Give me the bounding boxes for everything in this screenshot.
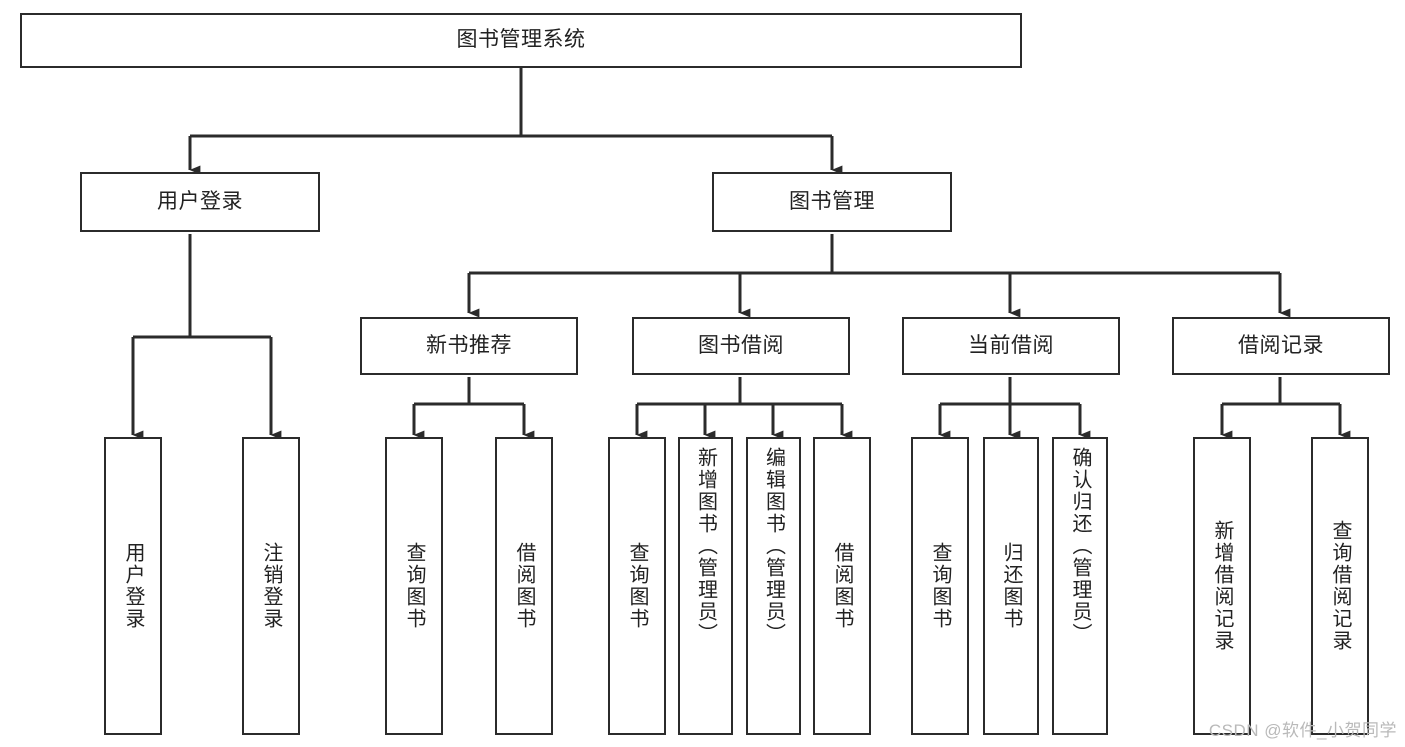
csdn-watermark: CSDN @软件_小贺同学 [1208,721,1397,740]
node-leaf-user-login[interactable]: 用户登录 [104,437,162,735]
node-leaf-add-record-label: 新增借阅记录 [1211,520,1233,652]
node-borrow-record-label: 借阅记录 [1238,333,1324,357]
node-book-management[interactable]: 图书管理 [712,172,952,232]
node-leaf-query-book-2-label: 查询图书 [626,542,648,630]
node-user-login[interactable]: 用户登录 [80,172,320,232]
node-leaf-query-book-1-label: 查询图书 [403,542,425,630]
node-current-borrow[interactable]: 当前借阅 [902,317,1120,375]
node-leaf-edit-book[interactable]: 编辑图书（管理员） [746,437,801,735]
node-leaf-query-book-2[interactable]: 查询图书 [608,437,666,735]
node-leaf-query-record-label: 查询借阅记录 [1329,520,1351,652]
node-leaf-query-book-3[interactable]: 查询图书 [911,437,969,735]
node-user-login-label: 用户登录 [157,189,243,213]
node-leaf-borrow-book-2[interactable]: 借阅图书 [813,437,871,735]
node-new-book-recommend[interactable]: 新书推荐 [360,317,578,375]
node-leaf-borrow-book-2-label: 借阅图书 [831,542,853,630]
node-leaf-query-book-3-label: 查询图书 [929,542,951,630]
node-leaf-confirm-return-label: 确认归还（管理员） [1069,447,1091,645]
node-leaf-confirm-return[interactable]: 确认归还（管理员） [1052,437,1108,735]
node-leaf-borrow-book-1-label: 借阅图书 [513,542,535,630]
node-leaf-add-book[interactable]: 新增图书（管理员） [678,437,733,735]
node-leaf-query-book-1[interactable]: 查询图书 [385,437,443,735]
node-root[interactable]: 图书管理系统 [20,13,1022,68]
node-root-label: 图书管理系统 [456,28,586,52]
node-borrow-record[interactable]: 借阅记录 [1172,317,1390,375]
node-leaf-return-book-label: 归还图书 [1000,542,1022,630]
node-book-borrow-label: 图书借阅 [698,333,784,357]
node-leaf-logout-login[interactable]: 注销登录 [242,437,300,735]
node-leaf-add-record[interactable]: 新增借阅记录 [1193,437,1251,735]
node-leaf-return-book[interactable]: 归还图书 [983,437,1039,735]
node-leaf-edit-book-label: 编辑图书（管理员） [762,447,785,645]
node-current-borrow-label: 当前借阅 [968,333,1054,357]
node-new-book-recommend-label: 新书推荐 [426,333,512,357]
node-leaf-user-login-label: 用户登录 [122,542,144,630]
node-leaf-borrow-book-1[interactable]: 借阅图书 [495,437,553,735]
node-leaf-logout-login-label: 注销登录 [260,542,282,630]
node-leaf-add-book-label: 新增图书（管理员） [694,447,717,645]
node-leaf-query-record[interactable]: 查询借阅记录 [1311,437,1369,735]
node-book-management-label: 图书管理 [789,189,875,213]
node-book-borrow[interactable]: 图书借阅 [632,317,850,375]
